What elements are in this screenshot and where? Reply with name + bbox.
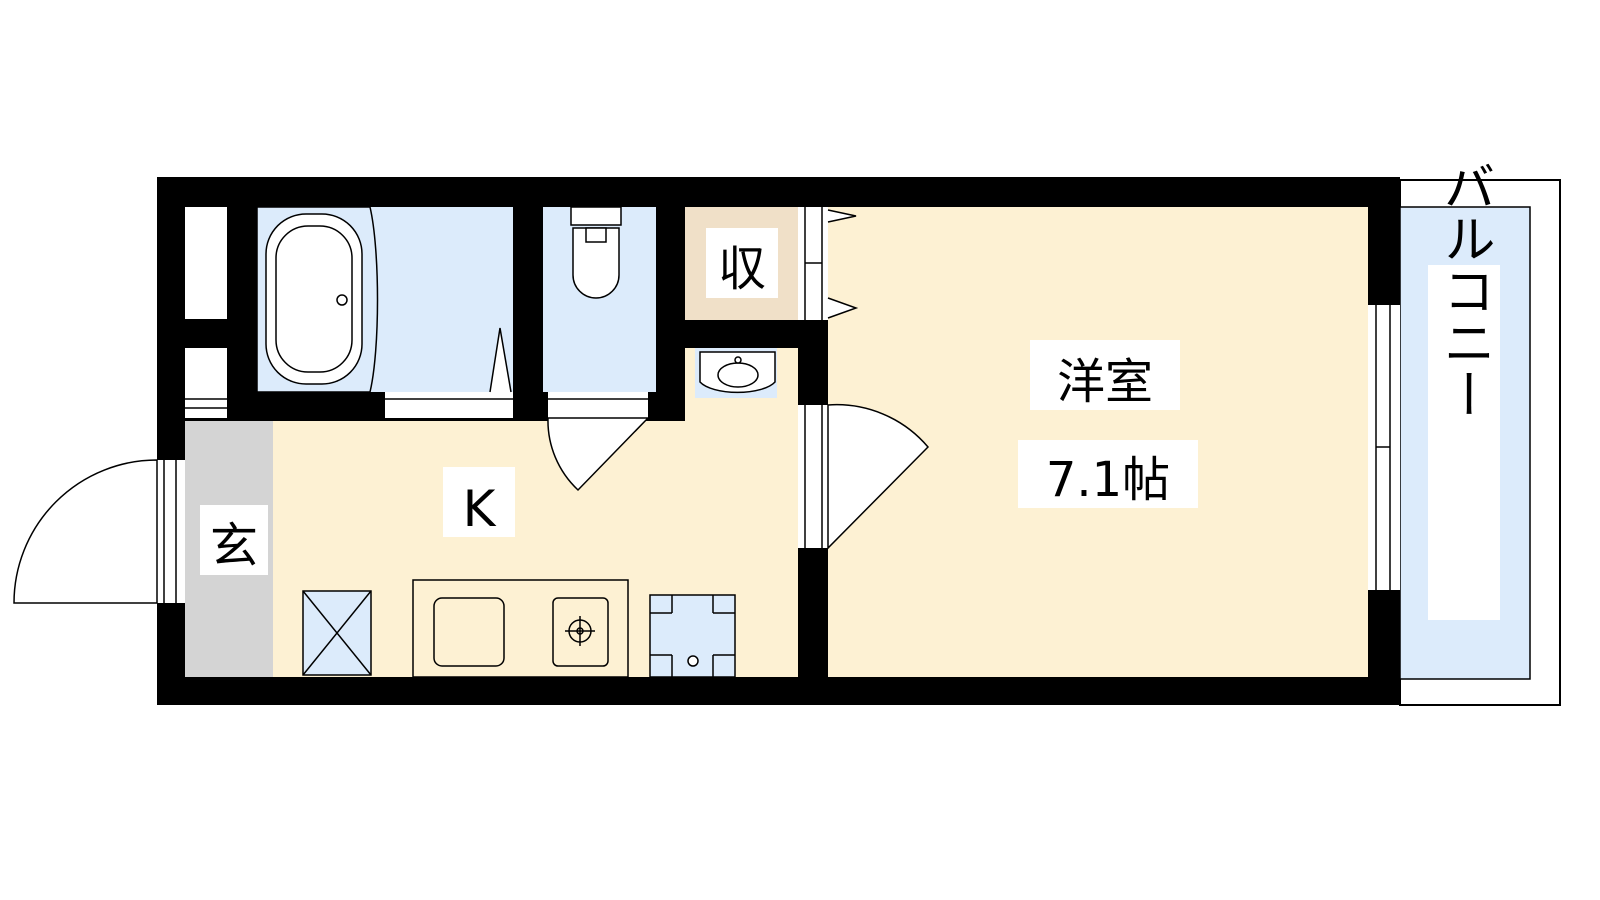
entrance-label: 玄 (210, 518, 258, 574)
toilet (570, 206, 622, 299)
toilet-door-opening (548, 392, 648, 418)
kitchen-counter (412, 579, 629, 678)
bathroom-door-opening (385, 392, 513, 418)
kitchen-label: K (463, 480, 497, 538)
balcony-label: バルコニー (1434, 160, 1494, 420)
toilet-door-swing (547, 417, 650, 492)
room-door-opening (798, 405, 828, 548)
room-door-swing (827, 403, 930, 550)
sink (433, 597, 505, 667)
shoe-cabinet (185, 207, 227, 319)
wash-basin (695, 348, 777, 398)
washing-machine-space (649, 594, 736, 678)
entrance-door-opening (157, 460, 185, 603)
bathtub (256, 206, 512, 393)
storage-label: 収 (718, 241, 766, 297)
fridge-space (302, 590, 372, 676)
western-room-area: 7.1帖 (1046, 452, 1170, 508)
western-room-label: 洋室 (1057, 354, 1153, 410)
entrance-door-swing (13, 459, 158, 604)
shoe-cabinet-lower (185, 348, 227, 418)
stove (552, 597, 609, 667)
